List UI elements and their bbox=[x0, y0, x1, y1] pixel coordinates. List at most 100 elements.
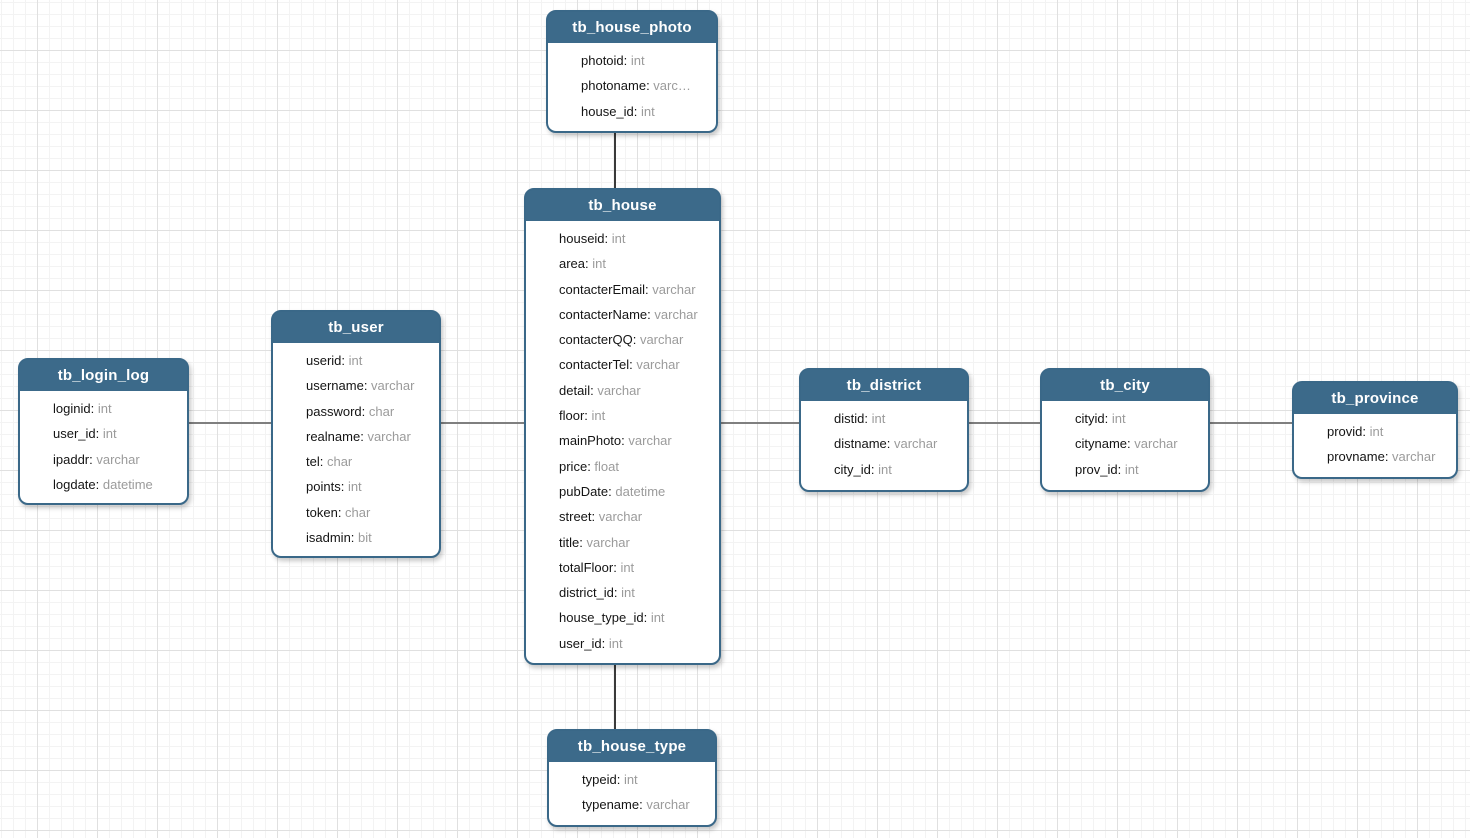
table-title[interactable]: tb_house_photo bbox=[572, 19, 692, 36]
table-row[interactable]: logdate: datetime bbox=[20, 472, 187, 497]
field-name: street bbox=[559, 509, 592, 525]
table-row[interactable]: mainPhoto: varchar bbox=[526, 428, 719, 453]
table-row[interactable]: district_id: int bbox=[526, 580, 719, 605]
table-row[interactable]: ipaddr: varchar bbox=[20, 447, 187, 472]
table-row[interactable]: typename: varchar bbox=[549, 792, 715, 817]
table-row[interactable]: area: int bbox=[526, 251, 719, 276]
field-type: int bbox=[620, 559, 635, 575]
field-name: title bbox=[559, 534, 580, 550]
field-type: int bbox=[878, 461, 892, 477]
table-row[interactable]: userid: int bbox=[273, 348, 439, 373]
table-row[interactable]: city_id: int bbox=[801, 457, 967, 482]
field-type: varchar bbox=[1134, 436, 1178, 452]
table-title[interactable]: tb_province bbox=[1331, 390, 1419, 407]
table-row[interactable]: typeid: int bbox=[549, 767, 715, 792]
field-name: user_id bbox=[53, 426, 96, 442]
field-name: pubDate bbox=[559, 483, 609, 499]
table-title[interactable]: tb_user bbox=[328, 319, 384, 336]
field-type: char bbox=[326, 454, 353, 470]
table-row[interactable]: detail: varchar bbox=[526, 378, 719, 403]
table-row[interactable]: isadmin: bit bbox=[273, 525, 439, 550]
table-row[interactable]: title: varchar bbox=[526, 530, 719, 555]
field-name: mainPhoto bbox=[559, 433, 622, 449]
field-separator: : bbox=[90, 401, 98, 416]
field-type: varchar bbox=[597, 382, 641, 398]
table-row[interactable]: contacterName: varchar bbox=[526, 302, 719, 327]
field-type: int bbox=[1124, 461, 1139, 477]
table-row[interactable]: distname: varchar bbox=[801, 431, 967, 456]
table-row[interactable]: token: char bbox=[273, 500, 439, 525]
table-row[interactable]: cityname: varchar bbox=[1042, 431, 1208, 456]
field-type: int bbox=[348, 353, 363, 368]
table-row[interactable]: password: char bbox=[273, 399, 439, 424]
table-row[interactable]: contacterTel: varchar bbox=[526, 352, 719, 377]
table-row[interactable]: user_id: int bbox=[20, 421, 187, 446]
field-type: varchar bbox=[654, 306, 698, 322]
field-type: int bbox=[871, 411, 886, 426]
field-type: varchar bbox=[96, 451, 140, 467]
field-type: int bbox=[592, 256, 606, 272]
field-type: int bbox=[630, 53, 645, 68]
table-row[interactable]: username: varchar bbox=[273, 373, 439, 398]
table-title[interactable]: tb_city bbox=[1100, 377, 1150, 394]
field-name: price bbox=[559, 458, 588, 474]
table-row[interactable]: provid: int bbox=[1294, 419, 1456, 444]
field-name: contacterTel bbox=[559, 357, 630, 373]
edge-login-log-user[interactable] bbox=[189, 422, 271, 424]
field-separator: : bbox=[632, 332, 640, 348]
field-name: photoname bbox=[581, 78, 647, 94]
table-row[interactable]: house_type_id: int bbox=[526, 605, 719, 630]
edge-house-house-type[interactable] bbox=[614, 665, 616, 729]
table-title[interactable]: tb_district bbox=[846, 377, 922, 394]
edge-city-province[interactable] bbox=[1210, 422, 1292, 424]
table-row[interactable]: provname: varchar bbox=[1294, 444, 1456, 469]
field-type: datetime bbox=[615, 483, 666, 499]
field-name: password bbox=[306, 403, 362, 419]
table-row[interactable]: distid: int bbox=[801, 406, 967, 431]
table-row[interactable]: user_id: int bbox=[526, 631, 719, 656]
table-row[interactable]: tel: char bbox=[273, 449, 439, 474]
table-title[interactable]: tb_login_log bbox=[57, 367, 150, 384]
field-type: varchar bbox=[598, 509, 643, 525]
table-row[interactable]: points: int bbox=[273, 474, 439, 499]
edge-district-city[interactable] bbox=[969, 422, 1040, 424]
table-row[interactable]: floor: int bbox=[526, 403, 719, 428]
edge-photo-house[interactable] bbox=[614, 133, 616, 188]
table-row[interactable]: price: float bbox=[526, 454, 719, 479]
field-separator: : bbox=[870, 461, 879, 477]
field-type: int bbox=[97, 401, 112, 416]
table-row[interactable]: totalFloor: int bbox=[526, 555, 719, 580]
field-name: contacterName bbox=[559, 306, 648, 322]
edge-user-house[interactable] bbox=[441, 422, 524, 424]
field-name: cityname bbox=[1075, 436, 1128, 452]
table-row[interactable]: contacterEmail: varchar bbox=[526, 277, 719, 302]
table-row[interactable]: photoid: int bbox=[548, 48, 716, 73]
table-row[interactable]: prov_id: int bbox=[1042, 457, 1208, 482]
table-title[interactable]: tb_house bbox=[588, 197, 657, 214]
table-row[interactable]: pubDate: datetime bbox=[526, 479, 719, 504]
table-row[interactable]: realname: varchar bbox=[273, 424, 439, 449]
table-title[interactable]: tb_house_type bbox=[577, 738, 687, 755]
field-name: userid bbox=[306, 353, 342, 368]
field-name: city_id bbox=[834, 461, 871, 477]
table-row[interactable]: houseid: int bbox=[526, 226, 719, 251]
table-row[interactable]: contacterQQ: varchar bbox=[526, 327, 719, 352]
edge-house-district[interactable] bbox=[721, 422, 799, 424]
field-type: varchar bbox=[367, 428, 411, 444]
table-row[interactable]: loginid: int bbox=[20, 396, 187, 421]
table-row[interactable]: cityid: int bbox=[1042, 406, 1208, 431]
table-row[interactable]: house_id: int bbox=[548, 99, 716, 124]
table-row[interactable]: photoname: varc… bbox=[548, 73, 716, 98]
field-type: varc… bbox=[653, 78, 691, 94]
table-row[interactable]: street: varchar bbox=[526, 504, 719, 529]
field-separator: : bbox=[361, 403, 369, 419]
